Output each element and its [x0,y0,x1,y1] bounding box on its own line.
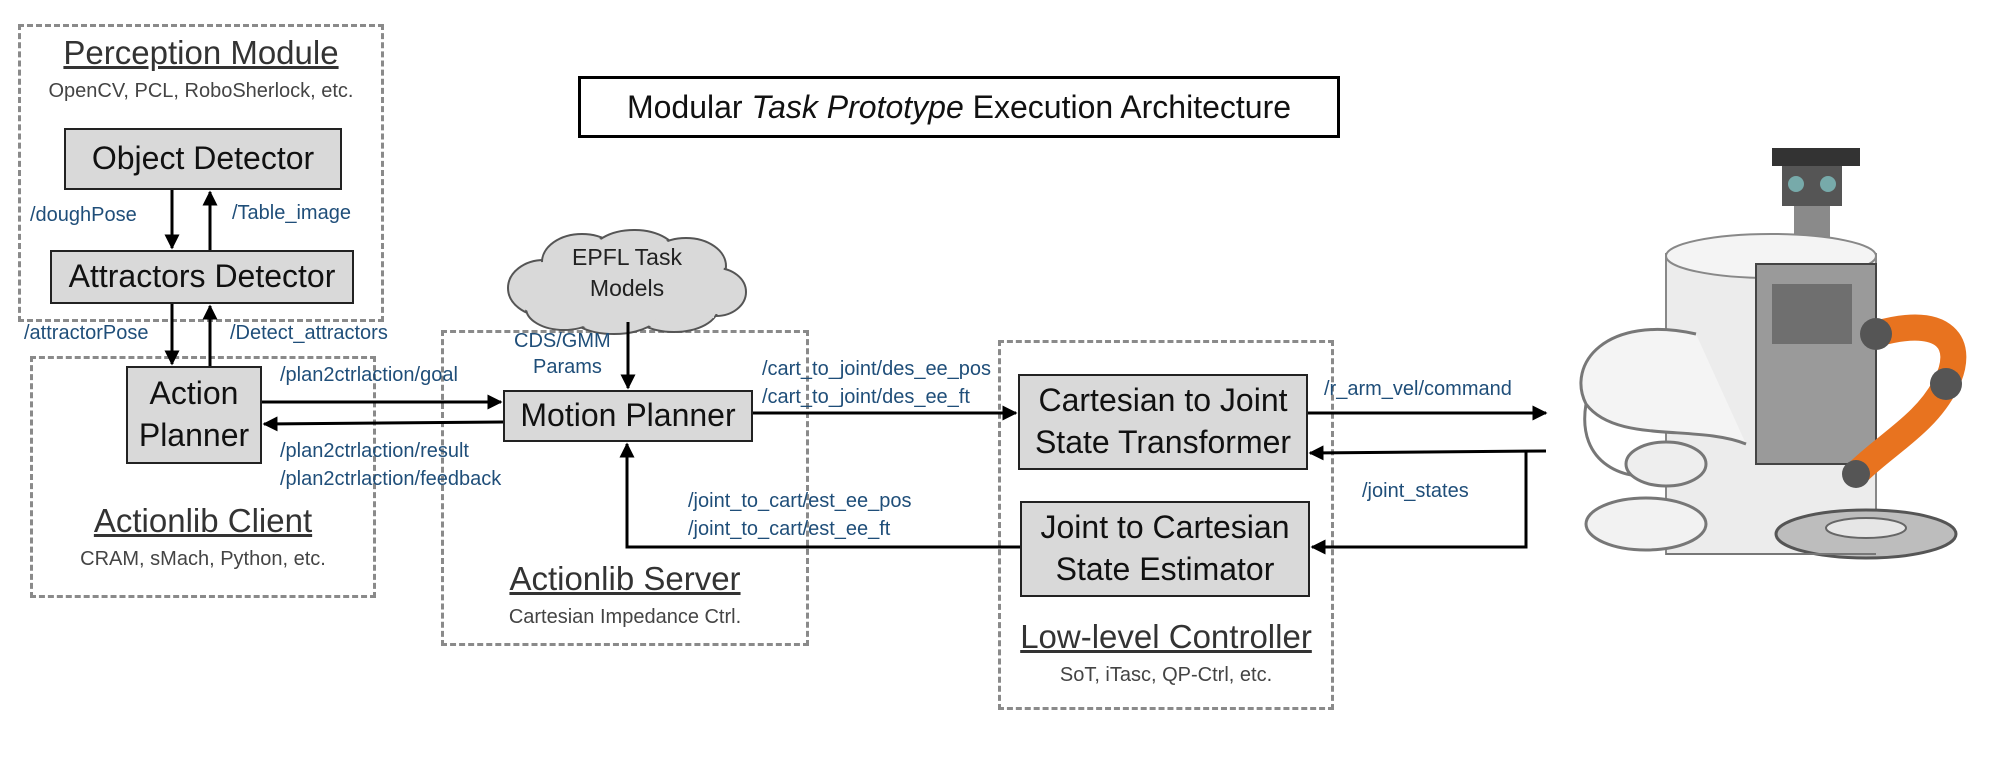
result-arrow [262,416,504,432]
perception-module-subtitle: OpenCV, PCL, RoboSherlock, etc. [48,80,354,102]
attractors-detector-box: Attractors Detector [50,250,354,304]
actionlib-client-subtitle: CRAM, sMach, Python, etc. [80,548,326,570]
object-detector-box: Object Detector [64,128,342,190]
diagram-title: Modular Task Prototype Execution Archite… [578,76,1340,138]
topic-arm-vel-command: /r_arm_vel/command [1324,378,1512,400]
topic-attractor-pose: /attractorPose [24,322,149,344]
topic-goal: /plan2ctrlaction/goal [280,364,458,386]
topic-params: Params [533,356,602,378]
actionlib-client-group [30,356,376,598]
low-level-controller-group [998,340,1334,710]
joint-states-branch-arrow [1310,451,1528,555]
topic-est-ee-pos: /joint_to_cart/est_ee_pos [688,490,912,512]
epfl-task-models-label: EPFL Task Models [572,244,682,302]
action-planner-box: Action Planner [126,366,262,464]
topic-des-ee-ft: /cart_to_joint/des_ee_ft [762,386,970,408]
robot-illustration [1579,148,1967,560]
perception-module-title: Perception Module [63,34,339,71]
title-suffix: Execution Architecture [963,88,1292,125]
topic-est-ee-ft: /joint_to_cart/est_ee_ft [688,518,891,540]
topic-detect-attractors: /Detect_attractors [230,322,388,344]
topic-des-ee-pos: /cart_to_joint/des_ee_pos [762,358,992,380]
joint-states-arrow [1308,445,1547,461]
title-prefix: Modular [626,88,752,125]
title-italic: Task Prototype [751,88,964,125]
topic-feedback: /plan2ctrlaction/feedback [280,468,502,490]
topic-table-image: /Table_image [232,202,351,224]
actionlib-client-title: Actionlib Client [93,502,313,539]
perception-module-group [18,24,384,322]
low-level-controller-subtitle: SoT, iTasc, QP-Ctrl, etc. [1059,664,1273,686]
actionlib-server-subtitle: Cartesian Impedance Ctrl. [508,606,742,628]
low-level-controller-title: Low-level Controller [1020,618,1312,655]
topic-result: /plan2ctrlaction/result [280,440,469,462]
topic-cds-gmm: CDS/GMM [514,330,611,352]
epfl-task-models-cloud-icon [507,229,747,335]
motion-planner-box: Motion Planner [503,390,753,442]
est-ee-arrow [619,442,1020,549]
topic-dough-pose: /doughPose [30,204,137,226]
joint-to-cartesian-estimator-box: Joint to Cartesian State Estimator [1020,501,1310,597]
actionlib-server-title: Actionlib Server [509,560,741,597]
topic-joint-states: /joint_states [1362,480,1469,502]
cartesian-to-joint-transformer-box: Cartesian to Joint State Transformer [1018,374,1308,470]
